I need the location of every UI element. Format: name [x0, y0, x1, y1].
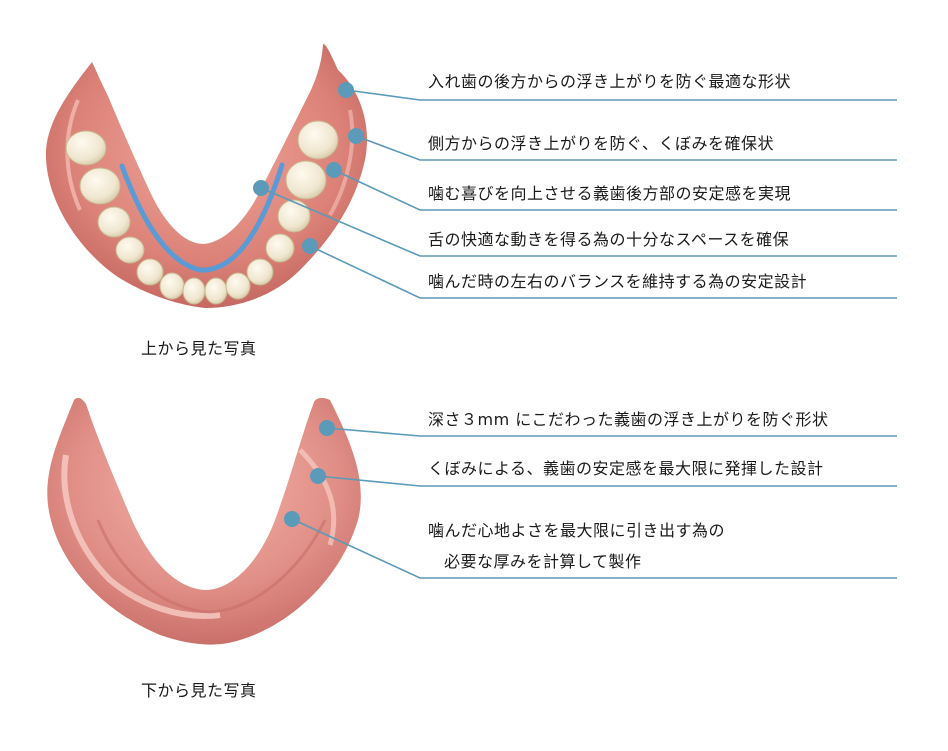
bottom-leader-lines — [291, 427, 897, 579]
bottom-leader-1 — [326, 427, 897, 437]
top-denture-photo — [45, 44, 367, 308]
bottom-marker-3 — [284, 511, 300, 527]
tongue-space-line — [119, 162, 285, 273]
bottom-annotation-1: 深さ３mm にこだわった義歯の浮き上がりを防ぐ形状 — [428, 410, 829, 429]
top-annotation-5: 噛んだ時の左右のバランスを維持する為の安定設計 — [428, 272, 808, 291]
bottom-marker-2 — [310, 468, 326, 484]
top-leader-2 — [355, 135, 897, 161]
bottom-denture-photo — [47, 397, 361, 645]
bottom-annotation-3a: 噛んだ心地よさを最大限に引き出す為の — [428, 521, 726, 540]
top-marker-2 — [348, 128, 364, 144]
top-caption: 上から見た写真 — [141, 339, 257, 358]
bottom-leader-3 — [291, 518, 897, 579]
top-denture-teeth — [65, 120, 339, 305]
top-annotation-2: 側方からの浮き上がりを防ぐ、くぼみを確保状 — [428, 134, 775, 153]
top-marker-4 — [253, 180, 269, 196]
top-leader-4 — [260, 187, 897, 257]
bottom-denture-gum — [47, 397, 361, 645]
top-leader-3 — [333, 169, 897, 211]
top-annotation-3: 噛む喜びを向上させる義歯後方部の安定感を実現 — [428, 184, 792, 203]
top-leader-1 — [345, 89, 897, 101]
bottom-caption: 下から見た写真 — [141, 681, 257, 700]
bottom-annotation-3b: 必要な厚みを計算して製作 — [444, 552, 642, 571]
bottom-annotation-2: くぼみによる、義歯の安定感を最大限に発揮した設計 — [428, 459, 824, 478]
top-marker-3 — [326, 162, 342, 178]
top-leader-5 — [309, 245, 897, 299]
top-annotation-1: 入れ歯の後方からの浮き上がりを防ぐ最適な形状 — [428, 72, 792, 91]
bottom-markers — [284, 420, 335, 527]
top-marker-1 — [338, 82, 354, 98]
top-marker-5 — [302, 238, 318, 254]
bottom-leader-2 — [317, 475, 897, 487]
top-leader-lines — [260, 89, 897, 299]
top-annotation-4: 舌の快適な動きを得る為の十分なスペースを確保 — [428, 230, 790, 249]
bottom-marker-1 — [319, 420, 335, 436]
top-markers — [253, 82, 364, 254]
